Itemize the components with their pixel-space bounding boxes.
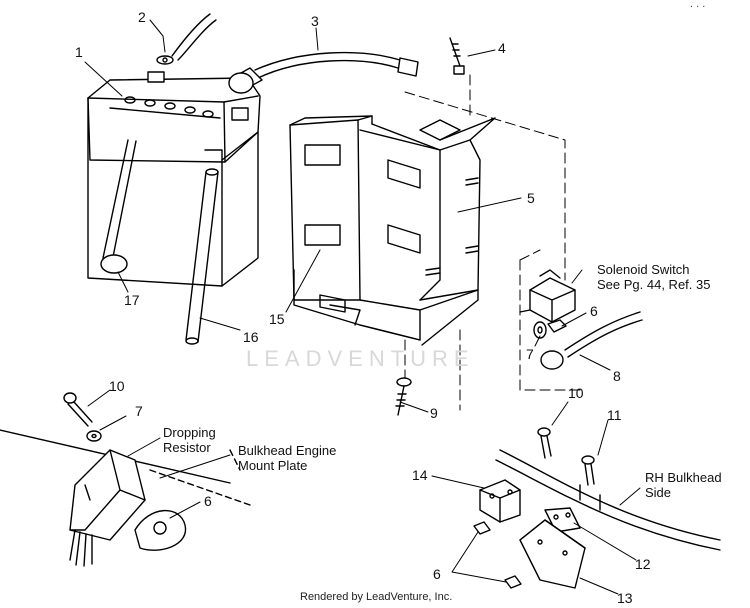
callout-9: 9	[430, 405, 438, 421]
rh-bulkhead	[495, 449, 721, 551]
bulkhead-plate-line1: Bulkhead Engine	[238, 443, 337, 458]
leader-lines	[84, 19, 641, 595]
bulkhead-plate-label: Bulkhead Engine Mount Plate	[238, 443, 336, 473]
washer-7-left	[86, 430, 102, 442]
callout-5: 5	[527, 190, 535, 206]
rh-bulkhead-line1: RH Bulkhead	[645, 470, 722, 485]
callout-16: 16	[243, 329, 259, 345]
callout-4: 4	[498, 40, 506, 56]
bolt-10-left	[63, 392, 93, 427]
solenoid-note-line1: Solenoid Switch	[597, 262, 690, 277]
bolt-4	[449, 37, 465, 75]
nut-6-left	[134, 509, 187, 551]
callout-10-left: 10	[109, 378, 125, 394]
solenoid-switch	[519, 269, 576, 323]
solenoid-note-line2: See Pg. 44, Ref. 35	[597, 277, 711, 292]
bolt-9	[395, 377, 412, 416]
callout-2: 2	[138, 9, 146, 25]
battery-tray	[289, 115, 496, 346]
callout-14: 14	[412, 467, 428, 483]
battery-cable-3	[228, 51, 419, 94]
dropping-resistor-label: Dropping Resistor	[163, 425, 216, 455]
callout-7-solenoid: 7	[526, 346, 534, 362]
nut-washer-solenoid	[533, 319, 567, 339]
callout-7-left: 7	[135, 403, 143, 419]
callout-10-right: 10	[568, 385, 584, 401]
header-cropped-text: . . .	[690, 0, 706, 10]
vent-tube	[100, 139, 137, 274]
dropping-resistor	[69, 449, 146, 567]
bolt-10-right	[537, 427, 552, 459]
callout-17: 17	[124, 292, 140, 308]
solenoid-note: Solenoid Switch See Pg. 44, Ref. 35	[597, 262, 710, 292]
callout-13: 13	[617, 590, 633, 606]
callout-6-left: 6	[204, 493, 212, 509]
callout-6-solenoid: 6	[590, 303, 598, 319]
battery	[87, 71, 261, 287]
callout-11: 11	[607, 407, 622, 423]
callout-12: 12	[635, 556, 651, 572]
nuts-6-right	[473, 521, 522, 589]
callout-1: 1	[75, 44, 83, 60]
bulkhead-plate-line2: Mount Plate	[238, 458, 308, 473]
rh-bulkhead-line2: Side	[645, 485, 672, 500]
watermark: LEADVENTURE	[246, 346, 475, 371]
battery-cable-2	[156, 13, 217, 65]
callout-15: 15	[269, 311, 285, 327]
footer-credit: Rendered by LeadVenture, Inc.	[300, 591, 453, 603]
assembly-lines	[404, 74, 586, 411]
dropping-resistor-line1: Dropping	[163, 425, 216, 440]
dropping-resistor-line2: Resistor	[163, 440, 211, 455]
bracket-13	[519, 519, 586, 589]
bolt-11	[581, 455, 595, 486]
callout-3: 3	[311, 13, 319, 29]
rh-bulkhead-label: RH Bulkhead Side	[645, 470, 722, 500]
drain-hose	[185, 168, 219, 345]
callout-8: 8	[613, 368, 621, 384]
cable-8	[540, 311, 643, 370]
callout-6-right: 6	[433, 566, 441, 582]
bracket-14	[479, 479, 521, 523]
